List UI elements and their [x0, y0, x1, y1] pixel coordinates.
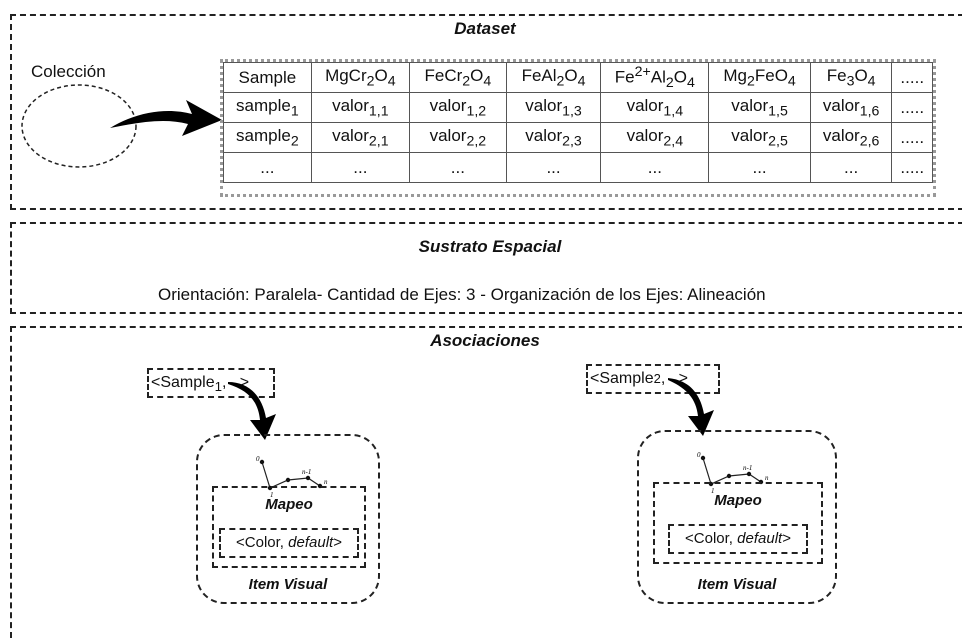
table-cell: ... [408, 152, 507, 183]
arrow-shape [228, 382, 276, 440]
table-cell: ... [809, 152, 893, 183]
glyph-point [285, 477, 291, 483]
mapeo-label: Mapeo [265, 496, 313, 513]
table-row: .......................... [223, 152, 933, 183]
collection-arrow [110, 100, 222, 136]
glyph-point [259, 459, 265, 465]
arrow-shape [668, 378, 714, 436]
table-cell: ... [310, 152, 410, 183]
table-header-cell: FeCr2O4 [408, 62, 507, 93]
axis-label: n-1 [743, 464, 752, 472]
table-cell: sample1 [223, 92, 312, 123]
glyph-point [726, 473, 732, 479]
axis-label: 0 [256, 455, 260, 463]
visual-item-card [637, 430, 837, 604]
table-cell: ..... [891, 152, 933, 183]
table-cell: valor1,5 [708, 92, 811, 123]
collection-label: Colección [31, 62, 106, 81]
table-cell: valor1,6 [809, 92, 893, 123]
table-header-cell: Fe2+Al2O4 [600, 62, 710, 93]
sustrato-description: Orientación: Paralela- Cantidad de Ejes:… [158, 285, 766, 304]
axis-label: n-1 [302, 468, 311, 476]
item-visual-label: Item Visual [248, 576, 328, 593]
color-close: > [782, 530, 791, 547]
color-text: <Color, [236, 534, 289, 551]
collection-ellipse [21, 84, 137, 168]
sustrato-section [10, 222, 962, 314]
item-visual-label: Item Visual [697, 576, 777, 593]
axis-label: 1 [270, 491, 274, 498]
table-cell: ... [505, 152, 602, 183]
table-cell: valor2,1 [310, 122, 410, 153]
table-cell: valor2,6 [809, 122, 893, 153]
table-cell: ..... [891, 122, 933, 153]
table-cell: valor2,5 [708, 122, 811, 153]
mapeo-box [653, 482, 823, 564]
axis-label: 1 [711, 487, 715, 494]
color-text: <Color, [685, 530, 738, 547]
table-header-cell: FeAl2O4 [505, 62, 602, 93]
color-default: default [288, 534, 334, 551]
glyph-point [700, 455, 706, 461]
parallel-coordinates-glyph: 0 1 n-1 n [256, 455, 328, 498]
table-cell: ... [600, 152, 710, 183]
color-mapping: <Color, default> [219, 528, 359, 558]
dataset-section [10, 14, 962, 210]
color-close: > [333, 534, 342, 551]
axis-label: n [324, 478, 328, 486]
table-cell: ... [708, 152, 811, 183]
sustrato-title: Sustrato Espacial [418, 237, 562, 256]
asociaciones-section [10, 326, 962, 638]
sample-tuple: <Sample1, > [147, 368, 275, 398]
glyph-point [305, 475, 311, 481]
table-cell: ... [223, 152, 312, 183]
color-mapping: <Color, default> [668, 524, 808, 554]
table-cell: valor2,3 [505, 122, 602, 153]
table-cell: valor2,2 [408, 122, 507, 153]
color-default: default [737, 530, 783, 547]
table-header-cell: Mg2FeO4 [708, 62, 811, 93]
table-cell: ..... [891, 92, 933, 123]
asociaciones-title: Asociaciones [430, 331, 540, 350]
visual-item-card [196, 434, 380, 604]
glyph-point [746, 471, 752, 477]
dataset-title: Dataset [454, 19, 516, 38]
mapeo-label: Mapeo [714, 492, 762, 509]
mapeo-box [212, 486, 366, 568]
table-header-cell: Sample [223, 62, 312, 93]
sample-tuple: <Sample2, > [586, 364, 720, 394]
axis-label: n [765, 474, 769, 482]
axis-label: 0 [697, 451, 701, 459]
table-cell: valor1,1 [310, 92, 410, 123]
table-cell: valor1,3 [505, 92, 602, 123]
